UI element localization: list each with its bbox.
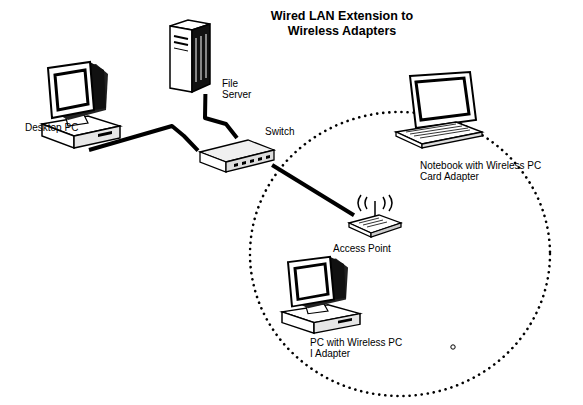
diagram-title: Wired LAN Extension to Wireless Adapters xyxy=(262,9,422,39)
device-label: Notebook with Wireless PC Card Adapter xyxy=(420,160,542,182)
network-cable xyxy=(205,94,237,138)
device-label: File Server xyxy=(222,78,262,100)
coverage-ellipse xyxy=(250,112,550,396)
notebook-art xyxy=(390,72,485,157)
switch-art xyxy=(198,138,276,174)
desktop-pc-node: Desktop PC xyxy=(38,60,123,150)
switch-node: Switch xyxy=(198,138,276,174)
wireless-pc-node: PC with Wireless PC I Adapter xyxy=(278,255,363,335)
notebook-node: Notebook with Wireless PC Card Adapter xyxy=(390,72,485,157)
access-point-node: Access Point xyxy=(345,195,405,240)
device-label: Access Point xyxy=(333,243,403,254)
desktop-computer-art xyxy=(278,255,363,335)
device-label: PC with Wireless PC I Adapter xyxy=(310,337,405,359)
file-server-node: File Server xyxy=(168,18,212,94)
device-label: Switch xyxy=(265,126,310,137)
device-label: Desktop PC xyxy=(25,122,85,133)
desktop-computer-art xyxy=(38,60,123,150)
file-server-art xyxy=(168,18,212,94)
cursor-mark xyxy=(451,345,455,349)
access-point-art xyxy=(345,195,405,240)
network-cable xyxy=(272,165,354,215)
